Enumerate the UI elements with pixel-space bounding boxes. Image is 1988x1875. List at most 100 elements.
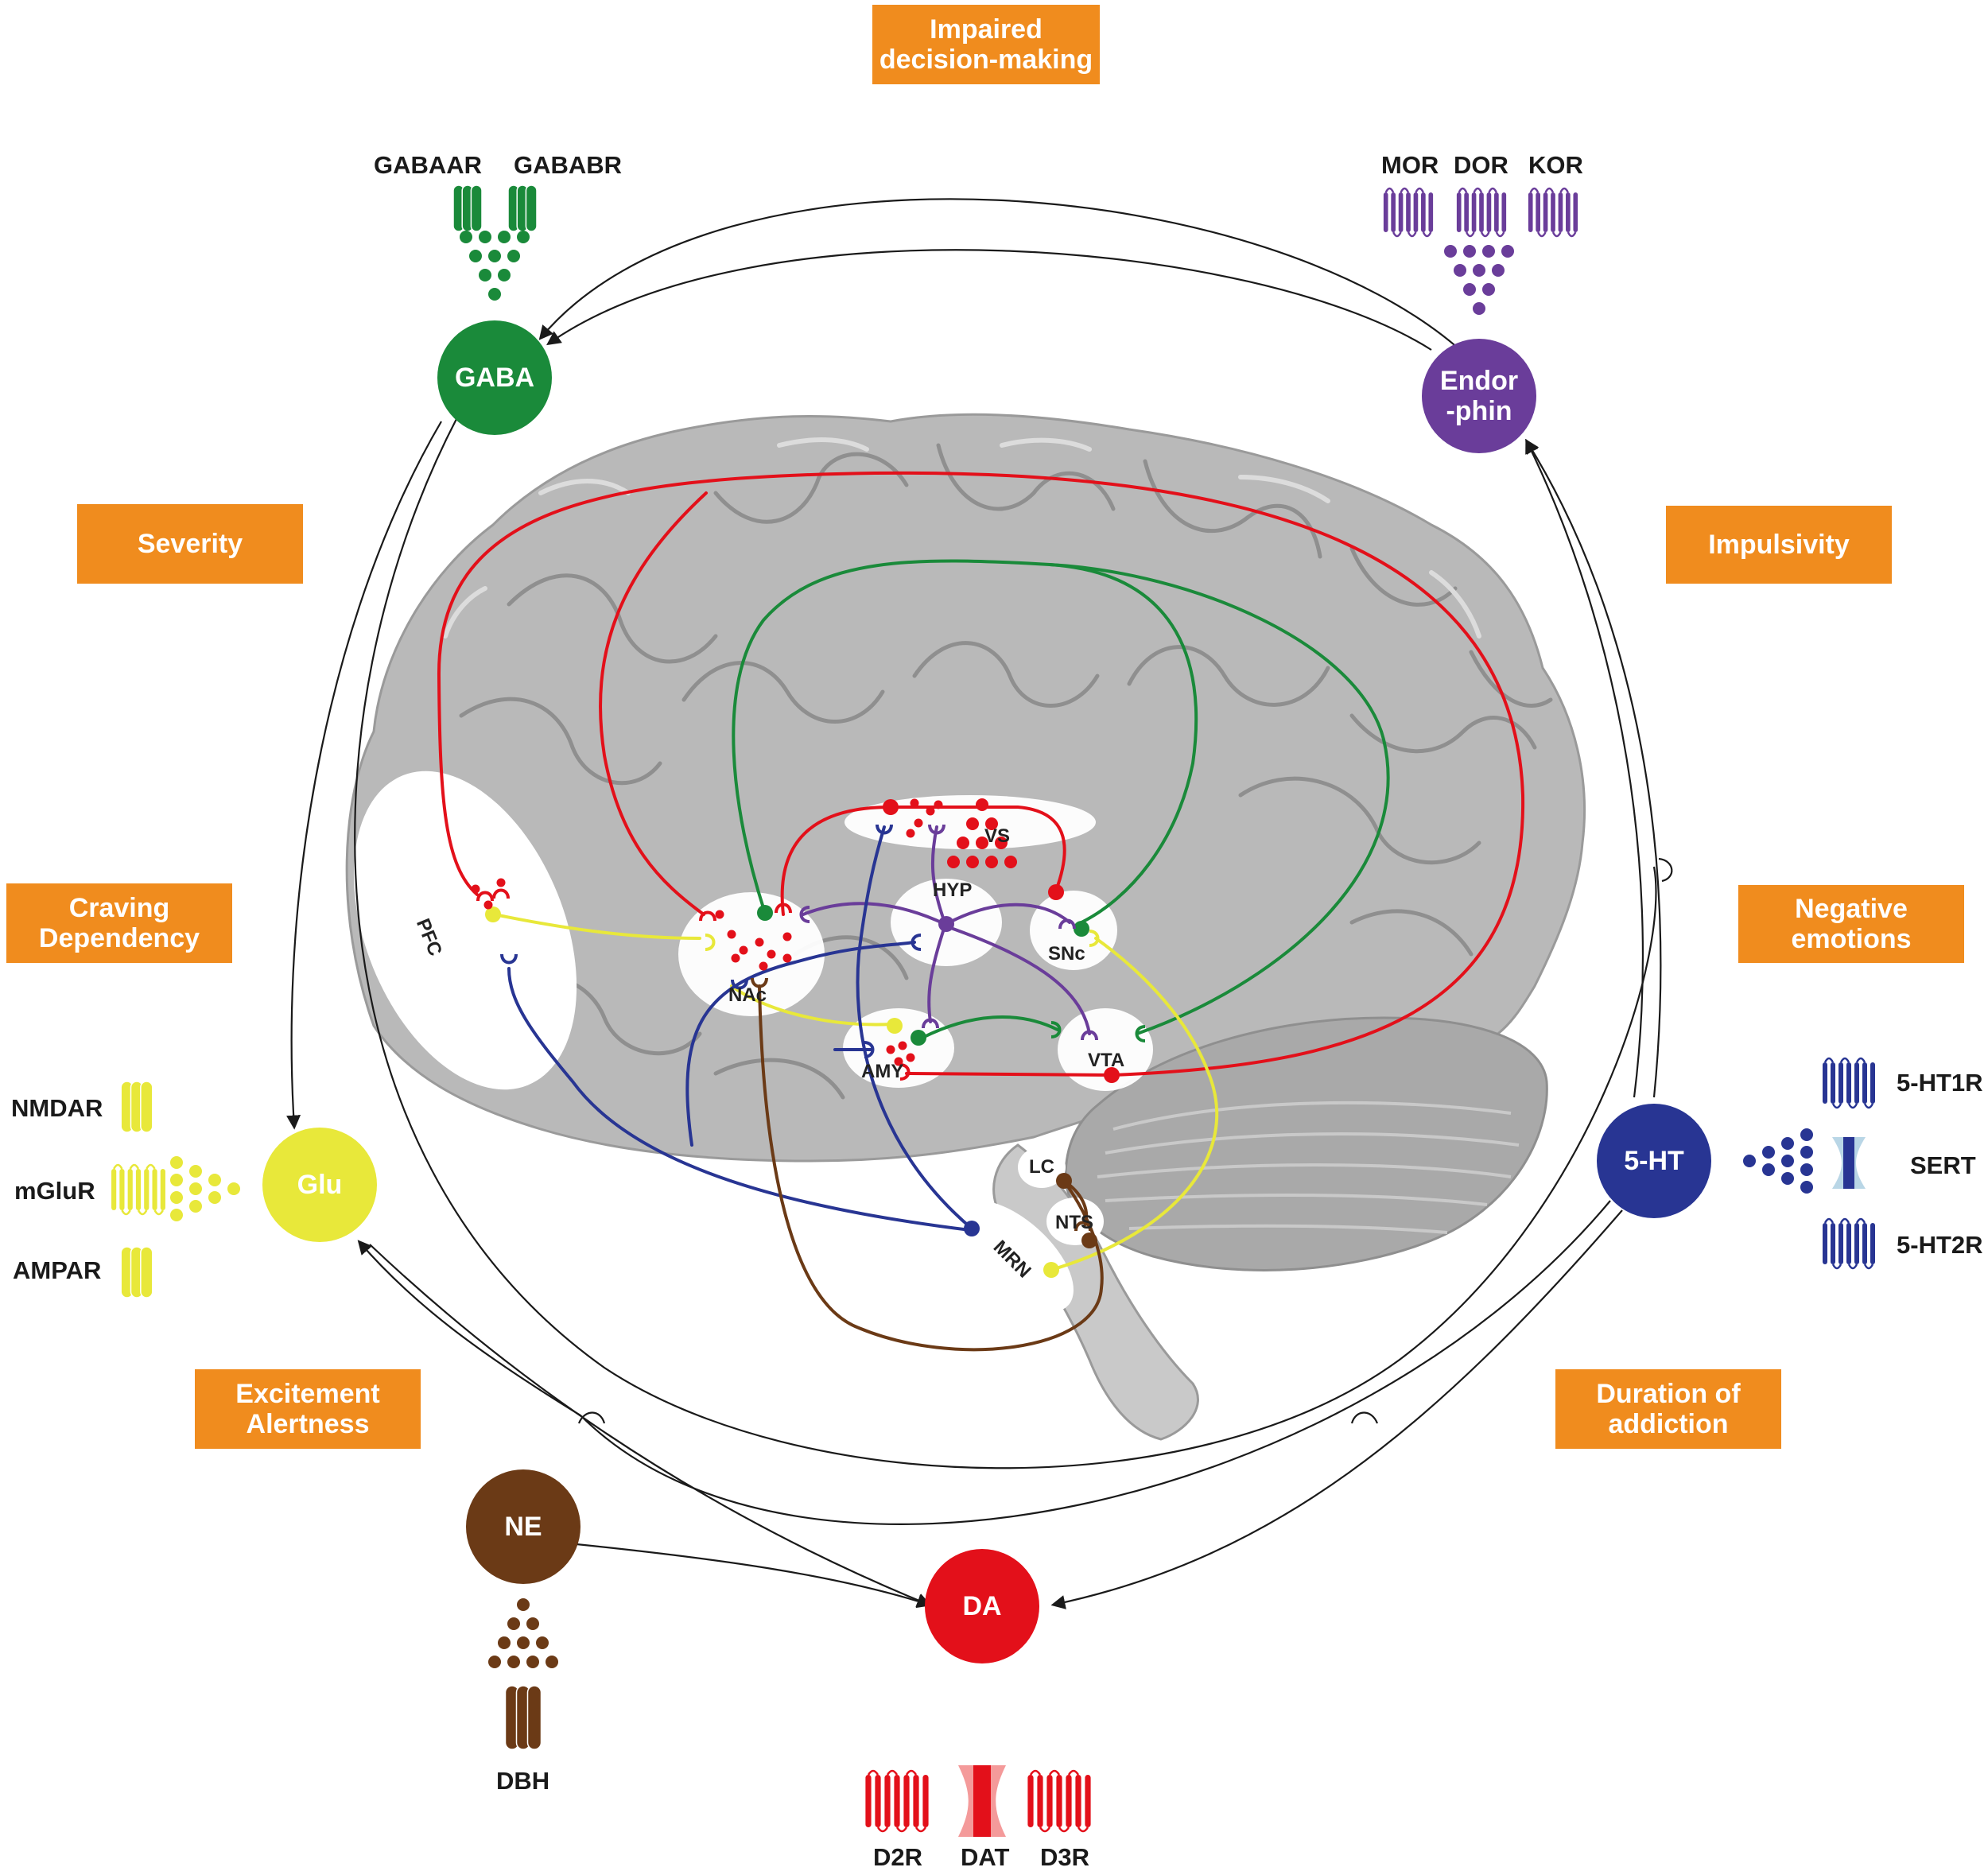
mrn-glu-soma xyxy=(1043,1262,1059,1278)
vesicle-dot xyxy=(469,250,482,262)
gpcr-loops xyxy=(867,1769,927,1833)
nac-da-vesicles xyxy=(715,910,792,971)
receptor-glyphs xyxy=(111,184,1875,1837)
vesicle-dot xyxy=(170,1191,183,1204)
vesicle-dot xyxy=(170,1156,183,1169)
brain-highlights xyxy=(443,437,1481,639)
gpcr-helix xyxy=(1027,1775,1034,1827)
pfc-5ht-terminal xyxy=(500,953,518,965)
gpcr-helix xyxy=(903,1775,910,1827)
region-nac xyxy=(678,892,825,1016)
nac-ne-terminal xyxy=(751,977,768,988)
vesicle-dot xyxy=(488,250,501,262)
vesicle-dot xyxy=(1781,1137,1794,1150)
vesicle-dot xyxy=(1762,1163,1775,1176)
dat-core xyxy=(973,1765,991,1837)
pfc-da-vesicles xyxy=(471,878,506,910)
gpcr-helix xyxy=(1862,1062,1867,1104)
vesicle-dot xyxy=(966,856,979,868)
gpcr-helix xyxy=(1471,192,1477,232)
ne-vesicles xyxy=(488,1598,558,1668)
pathway-5ht-mrn-vs xyxy=(856,825,973,1230)
gpcr-helix xyxy=(1075,1775,1081,1827)
serotonin-label: 5-HT xyxy=(1624,1146,1684,1176)
gpcr-helix xyxy=(1573,192,1578,232)
gpcr-helix xyxy=(1056,1775,1062,1827)
gpcr-helix xyxy=(1406,192,1411,232)
vesicle-dot xyxy=(1501,245,1514,258)
vesicle-dot xyxy=(1482,283,1495,296)
amy-5ht-terminal xyxy=(864,1041,875,1058)
pathway-ne-lc-nac xyxy=(758,984,1104,1352)
hyp-5ht-terminal xyxy=(911,934,922,951)
pfc-da-terminal xyxy=(492,888,510,899)
vesicle-dot xyxy=(479,269,491,281)
gaba-vesicles xyxy=(460,231,530,301)
gpcr-loops xyxy=(1384,187,1432,238)
glu-label: Glu xyxy=(297,1170,343,1200)
brain-cerebrum xyxy=(345,413,1586,1163)
arrow-hop-right-upper xyxy=(1658,857,1673,883)
vta-opioid-terminal xyxy=(1081,1030,1098,1041)
d3r-label: D3R xyxy=(1040,1843,1090,1871)
pathway-opioid-hyp-vta xyxy=(945,925,1091,1035)
effect-excitement-alertness: Excitement Alertness xyxy=(195,1369,421,1449)
vesicle-dot xyxy=(1492,264,1505,277)
gaba-node[interactable] xyxy=(437,320,552,435)
synapses xyxy=(471,798,1146,1278)
gabaar-label: GABAAR xyxy=(374,151,483,179)
arrow-endorphin-gaba-outer xyxy=(538,198,1468,357)
snc-glu-terminal xyxy=(1089,930,1100,947)
arrow-gaba-da xyxy=(354,417,1657,1469)
vesicle-dot xyxy=(1444,245,1457,258)
vesicle-dot xyxy=(526,1656,539,1668)
synaptic-vesicle xyxy=(483,900,493,910)
synaptic-vesicle xyxy=(898,1041,907,1050)
vesicle-dot xyxy=(1473,302,1485,315)
cerebellum-folds xyxy=(1097,1101,1520,1234)
synaptic-vesicle xyxy=(782,932,792,941)
gpcr-helix xyxy=(1551,192,1555,232)
vesicle-dot xyxy=(1800,1181,1813,1194)
region-amy xyxy=(843,1008,954,1088)
vesicle-dot xyxy=(517,1598,530,1611)
effect-duration-of-addiction: Duration of addiction xyxy=(1555,1369,1781,1449)
pfc-glu-soma xyxy=(485,906,501,922)
pathway-da-vs-nac xyxy=(599,491,708,916)
endorphin-node[interactable] xyxy=(1422,339,1536,453)
snc-gaba-soma xyxy=(1074,921,1089,937)
gpcr-helix xyxy=(1862,1223,1867,1264)
ampar-label: AMPAR xyxy=(13,1256,102,1284)
vesicle-dot xyxy=(526,1617,539,1630)
gpcr-helix xyxy=(1846,1223,1851,1264)
gpcr-helix xyxy=(1413,192,1419,232)
endorphin-label: Endor -phin xyxy=(1439,366,1519,426)
vta-da-soma xyxy=(1104,1067,1120,1083)
lc-ne-soma xyxy=(1056,1173,1072,1189)
vta-label: VTA xyxy=(1088,1050,1125,1071)
gpcr-helix xyxy=(1037,1775,1043,1827)
pathway-5ht-nac-hyp xyxy=(685,941,916,1147)
sert-glyph xyxy=(1832,1137,1866,1189)
gpcr-helix xyxy=(1398,192,1404,232)
synaptic-vesicle xyxy=(886,1045,895,1054)
vesicle-dot xyxy=(1781,1155,1794,1167)
vesicle-dot xyxy=(498,1636,511,1649)
gpcr-helix xyxy=(1464,192,1469,232)
gpcr-helix xyxy=(1494,192,1499,232)
glu-node[interactable] xyxy=(262,1128,377,1242)
d2r-glyph xyxy=(865,1769,929,1833)
serotonin-node[interactable] xyxy=(1597,1104,1711,1218)
da-node[interactable] xyxy=(925,1549,1039,1663)
ampar-glyph xyxy=(120,1246,153,1299)
gpcr-helix xyxy=(1854,1062,1859,1104)
ne-node[interactable] xyxy=(466,1469,580,1584)
gpcr-loops xyxy=(1823,1057,1874,1109)
vesicle-dot xyxy=(507,250,520,262)
arrow-hop-right xyxy=(1350,1411,1379,1424)
amy-opioid-terminal xyxy=(922,1018,939,1029)
pathway-glu-pfc-nac xyxy=(493,913,701,940)
synaptic-vesicle xyxy=(767,949,776,959)
gpcr-helix xyxy=(1831,1223,1835,1264)
gpcr-helix xyxy=(135,1169,142,1210)
